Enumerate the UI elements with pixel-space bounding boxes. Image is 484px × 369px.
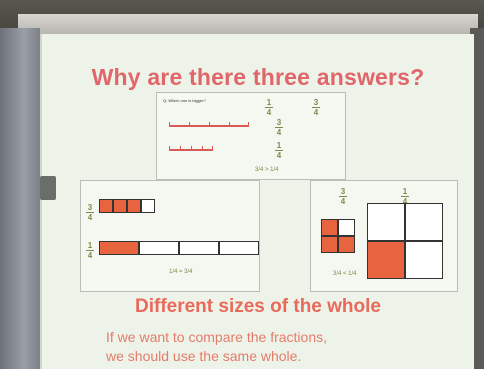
- tick: [212, 146, 213, 151]
- body-line-2: we should use the same whole.: [106, 348, 302, 364]
- tick: [180, 146, 181, 151]
- screen-housing: [18, 14, 478, 36]
- tick: [202, 146, 203, 151]
- comparison-left: 1/4 = 3/4: [169, 269, 193, 275]
- tick: [189, 122, 190, 127]
- body-line-1: If we want to compare the fractions,: [106, 329, 327, 345]
- tick: [169, 122, 170, 127]
- comparison-right: 3/4 < 1/4: [333, 271, 357, 277]
- slide-title: Why are there three answers?: [91, 64, 425, 90]
- subheading: Different sizes of the whole: [135, 296, 381, 317]
- comparison-top: 3/4 > 1/4: [255, 167, 279, 173]
- projector-screen: Why are there three answers? Q: Which on…: [40, 34, 474, 369]
- tick: [248, 122, 249, 127]
- tick: [169, 146, 170, 151]
- body-text: If we want to compare the fractions, we …: [106, 328, 327, 366]
- chair-back: [40, 176, 56, 200]
- tick: [229, 122, 230, 127]
- left-wall: [0, 28, 40, 369]
- tick: [191, 146, 192, 151]
- tick: [209, 122, 210, 127]
- question-text: Q: Which one is bigger?: [163, 98, 206, 103]
